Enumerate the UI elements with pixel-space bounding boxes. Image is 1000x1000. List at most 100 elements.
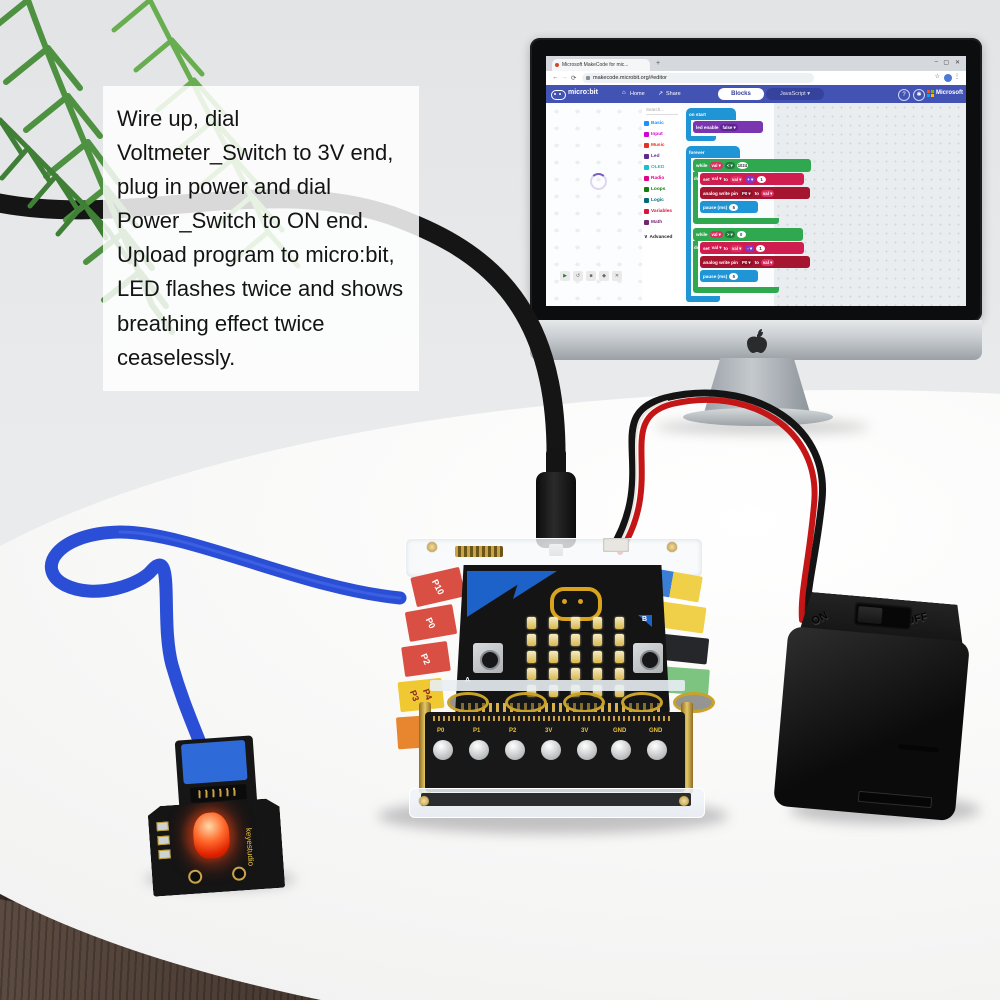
number-0[interactable]: 0 xyxy=(736,231,746,238)
var-val-oval[interactable]: val ▾ xyxy=(760,258,775,266)
search-underline xyxy=(646,114,678,115)
block-on-start-bottom xyxy=(686,136,716,141)
toolbox-category-logic[interactable]: Logic xyxy=(644,195,664,205)
var-val-oval[interactable]: val ▾ xyxy=(729,244,744,252)
through-hole xyxy=(232,866,247,881)
sim-restart-button[interactable]: ↺ xyxy=(573,271,583,281)
brand-silkscreen: keyestudio xyxy=(243,827,256,867)
url-text: makecode.microbit.org/#editor xyxy=(593,75,667,81)
operator-plus[interactable]: + ▾ xyxy=(745,175,756,183)
window-maximize-button[interactable]: ▢ xyxy=(943,60,949,66)
sim-play-button[interactable]: ▶ xyxy=(560,271,570,281)
screw xyxy=(667,542,677,552)
through-hole xyxy=(188,869,203,884)
block-pause-1[interactable]: pause (ms) 5 xyxy=(700,201,758,213)
browser-menu-icon[interactable]: ⋮ xyxy=(954,74,960,80)
dropdown-compare-lt[interactable]: < ▾ xyxy=(724,162,735,169)
simulator-loader xyxy=(590,173,607,190)
header-pins xyxy=(455,546,503,557)
toolbox-category-music[interactable]: Music xyxy=(644,140,665,150)
ring-connector xyxy=(563,692,605,713)
module-pcb: keyestudio xyxy=(147,798,285,897)
chevron-down-icon: ∨ xyxy=(644,234,648,240)
jst-connector xyxy=(603,538,629,552)
block-on-start-spine xyxy=(686,120,691,136)
block-on-start[interactable]: on start xyxy=(686,108,736,120)
url-bar[interactable]: makecode.microbit.org/#editor xyxy=(582,73,814,83)
battery-body xyxy=(773,626,971,822)
operator-minus[interactable]: - ▾ xyxy=(745,244,755,252)
window-minimize-button[interactable]: – xyxy=(934,59,938,65)
reload-icon[interactable]: ⟳ xyxy=(571,75,577,82)
bottom-plate-shadowband xyxy=(421,793,691,806)
tab-blocks[interactable]: Blocks xyxy=(718,87,764,100)
lower-deck: P0 P1 P2 3V 3V GND GND xyxy=(425,712,685,792)
number-1[interactable]: 1 xyxy=(756,244,766,252)
toolbox-category-loops[interactable]: Loops xyxy=(644,184,665,194)
help-button[interactable]: ? xyxy=(898,88,910,101)
dropdown-p0[interactable]: P0 ▾ xyxy=(739,189,753,197)
sim-mute-button[interactable]: ◆ xyxy=(599,271,609,281)
toolbox-category-oled[interactable]: OLED xyxy=(644,162,664,172)
window-close-button[interactable]: ✕ xyxy=(954,60,960,66)
gear-icon[interactable]: ✱ xyxy=(913,88,925,101)
block-pause-2[interactable]: pause (ms) 5 xyxy=(700,270,758,282)
block-set-val-plus[interactable]: set val ▾ to val ▾ + ▾ 1 xyxy=(700,173,804,185)
block-forever[interactable]: forever xyxy=(686,146,740,158)
new-tab-button[interactable]: + xyxy=(656,60,661,67)
block-analog-write-1[interactable]: analog write pin P0 ▾ to val ▾ xyxy=(700,187,810,199)
socket-slot xyxy=(190,783,247,803)
chevron-down-icon: ▾ xyxy=(807,90,810,97)
banana-jack xyxy=(577,740,597,760)
sim-fullscreen-button[interactable]: ✕ xyxy=(612,271,622,281)
block-analog-write-2[interactable]: analog write pin P0 ▾ to val ▾ xyxy=(700,256,810,268)
tab-javascript[interactable]: JavaScript ▾ xyxy=(766,87,824,100)
makecode-header: micro:bit ⌂ Home ↗ Share Blocks JavaScri… xyxy=(546,85,966,103)
instruction-text: Wire up, dial Voltmeter_Switch to 3V end… xyxy=(117,106,404,370)
sim-debug-button[interactable]: ■ xyxy=(586,271,596,281)
toolbox-category-advanced[interactable]: ∨Advanced xyxy=(644,234,673,240)
edge-connector-pins xyxy=(461,703,663,712)
var-val-oval[interactable]: val ▾ xyxy=(760,189,775,197)
toolbox-category-radio[interactable]: Radio xyxy=(644,173,664,183)
screw xyxy=(427,542,437,552)
share-button[interactable]: Share xyxy=(666,90,681,97)
toolbox-category-basic[interactable]: Basic xyxy=(644,118,664,128)
toolbox-category-variables[interactable]: Variables xyxy=(644,206,672,216)
back-icon[interactable]: ← xyxy=(552,74,559,81)
ring-connector xyxy=(621,692,663,713)
solder-pad xyxy=(158,849,171,859)
toolbox-category-led[interactable]: Led xyxy=(644,151,660,161)
var-val-oval[interactable]: val ▾ xyxy=(709,162,723,169)
number-5[interactable]: 5 xyxy=(729,272,739,280)
forward-icon[interactable]: → xyxy=(561,74,568,81)
block-while-down-bottom xyxy=(693,287,779,293)
led-matrix xyxy=(527,617,624,697)
browser-tab[interactable]: Microsoft MakeCode for mic... xyxy=(552,59,650,71)
simulator-panel: ▶ ↺ ■ ◆ ✕ xyxy=(546,103,643,306)
dropdown-p0[interactable]: P0 ▾ xyxy=(739,258,753,266)
toolbox-category-input[interactable]: Input xyxy=(644,129,663,139)
dropdown-compare-gt[interactable]: > ▾ xyxy=(724,231,735,238)
number-1[interactable]: 1 xyxy=(757,175,767,183)
number-1024[interactable]: 1024 xyxy=(736,162,749,169)
block-led-enable[interactable]: led enable false ▾ xyxy=(693,121,763,133)
var-val-oval[interactable]: val ▾ xyxy=(729,175,744,183)
var-val-oval[interactable]: val ▾ xyxy=(709,231,723,238)
bookmark-star-icon[interactable]: ☆ xyxy=(934,74,940,80)
profile-avatar[interactable] xyxy=(944,74,952,82)
block-while-up[interactable]: while val ▾ < ▾ 1024 xyxy=(693,159,811,172)
block-while-down[interactable]: while val ▾ > ▾ 0 xyxy=(693,228,803,241)
toolbox-category-math[interactable]: Math xyxy=(644,217,662,227)
home-button[interactable]: Home xyxy=(630,90,645,97)
dropdown-false[interactable]: false ▾ xyxy=(720,123,738,131)
toolbox-panel xyxy=(642,103,683,306)
number-5[interactable]: 5 xyxy=(729,203,739,211)
search-input[interactable]: Search... xyxy=(646,107,665,112)
block-set-val-minus[interactable]: set val ▾ to val ▾ - ▾ 1 xyxy=(700,242,804,254)
solder-pad xyxy=(157,835,170,845)
blocks-workspace xyxy=(774,103,966,306)
pin-row xyxy=(433,716,673,721)
